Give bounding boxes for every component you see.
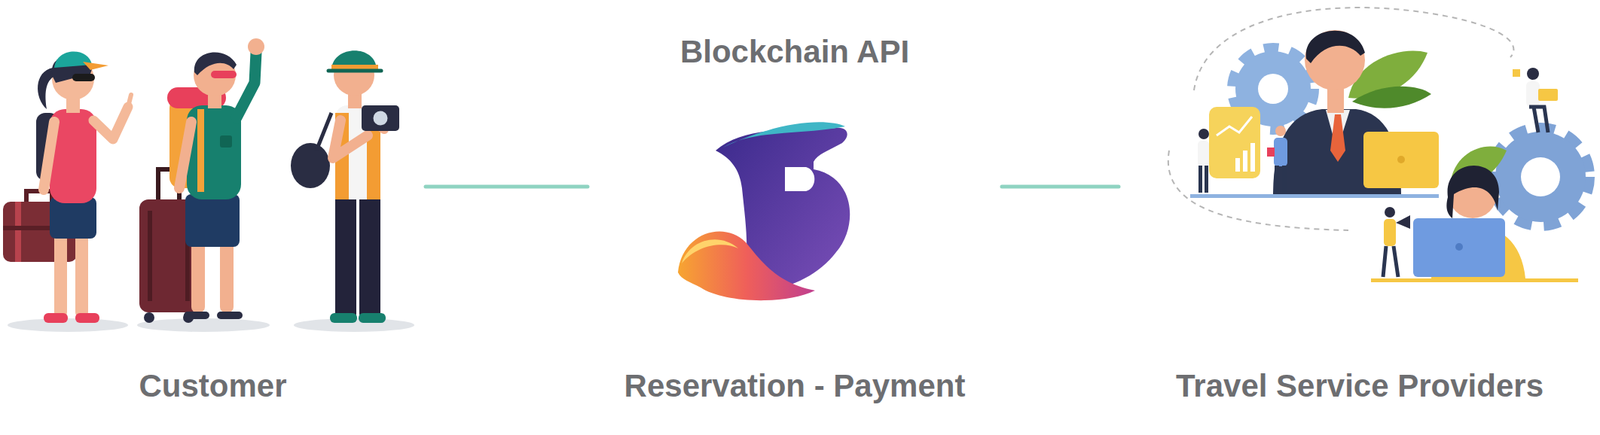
provider-scene-part xyxy=(1383,246,1399,278)
traveler-photographer-part xyxy=(361,105,400,132)
provider-scene-part xyxy=(1304,30,1365,91)
provider-scene-part xyxy=(1495,131,1586,223)
provider-scene-part-part xyxy=(1495,131,1586,223)
traveler-woman xyxy=(3,51,132,333)
provider-scene-part xyxy=(1274,165,1280,193)
traveler-photographer-part xyxy=(372,109,389,127)
traveler-photographer-part xyxy=(328,69,382,74)
traveler-man-waving-part xyxy=(179,122,192,189)
provider-scene-part xyxy=(1446,165,1500,219)
provider-scene-part xyxy=(1395,215,1411,230)
node-group: Customer xyxy=(7,30,419,416)
logo-b-part xyxy=(681,239,739,264)
provider-scene-part xyxy=(1330,114,1346,162)
traveler-woman-part xyxy=(72,73,95,82)
traveler-man-waving-part xyxy=(185,194,240,248)
traveler-photographer-part xyxy=(316,112,332,151)
traveler-woman-part xyxy=(128,94,132,107)
provider-scene-part xyxy=(1363,131,1439,189)
provider-scene-part xyxy=(1209,106,1261,179)
traveler-woman-part xyxy=(26,191,52,202)
traveler-man-waving-part xyxy=(216,311,243,320)
provider-scene-part xyxy=(1397,155,1405,164)
traveler-woman-part xyxy=(82,61,109,71)
connector-line xyxy=(1001,185,1119,190)
traveler-man-waving-part xyxy=(137,318,270,333)
provider-scene-part xyxy=(1275,125,1286,137)
provider-scene-part xyxy=(1383,219,1396,247)
provider-scene-part xyxy=(1204,165,1209,193)
traveler-photographer xyxy=(290,50,415,333)
traveler-woman-part xyxy=(15,201,22,263)
provider-scene-part-part xyxy=(1258,73,1289,104)
traveler-photographer-part xyxy=(290,143,330,189)
traveler-woman-part xyxy=(93,106,129,140)
traveler-woman-part xyxy=(75,225,89,318)
logo-b-part xyxy=(677,231,816,301)
provider-scene-part xyxy=(1306,30,1365,64)
traveler-man-waving xyxy=(137,38,270,333)
traveler-photographer-part xyxy=(335,192,357,321)
logo-b xyxy=(677,122,850,301)
traveler-man-waving-part xyxy=(219,135,233,148)
logo-b-part xyxy=(723,122,846,148)
provider-scene-part xyxy=(1198,165,1203,193)
provider-scene-part xyxy=(1413,218,1506,278)
traveler-woman-part xyxy=(7,318,129,333)
provider-scene-part xyxy=(1190,194,1439,199)
provider-scene-part xyxy=(1526,81,1540,107)
provider-scene-part xyxy=(1512,69,1521,77)
provider-scene-part xyxy=(1197,140,1210,168)
provider-scene-part xyxy=(1235,158,1240,172)
provider-scene-part xyxy=(1352,86,1432,109)
provider-scene-part xyxy=(1250,143,1255,172)
traveler-photographer-part xyxy=(329,313,358,324)
traveler-woman-part xyxy=(75,313,100,324)
provider-scene-part xyxy=(1216,116,1252,136)
node-group: Travel Service Providers xyxy=(1126,30,1594,416)
traveler-man-waving-part xyxy=(197,109,205,193)
traveler-man-waving-part xyxy=(210,70,237,79)
provider-scene-part xyxy=(1273,137,1288,167)
traveler-man-waving-part xyxy=(191,241,205,313)
traveler-man-waving-part xyxy=(236,52,257,118)
node-label: Travel Service Providers xyxy=(1175,367,1544,406)
provider-scene-part xyxy=(1455,243,1463,251)
logo-b-part xyxy=(784,167,815,192)
traveler-man-waving-part xyxy=(219,241,234,313)
traveler-man-waving-part xyxy=(247,38,265,55)
provider-scene-part-part xyxy=(1520,157,1561,197)
traveler-man-waving-part xyxy=(143,312,155,324)
provider-scene-part xyxy=(1267,147,1275,157)
provider-scene-part-part xyxy=(1495,131,1586,223)
provider-scene-part xyxy=(1282,165,1287,193)
provider-scene-part xyxy=(1370,278,1579,283)
node-label: Reservation - Payment xyxy=(624,367,966,406)
node-label: Customer xyxy=(138,367,287,406)
traveler-woman-part xyxy=(43,313,68,324)
provider-scene-part xyxy=(1242,150,1248,172)
node-group: Blockchain API Reservation - Payment xyxy=(595,30,995,416)
provider-scene xyxy=(1168,7,1586,283)
traveler-woman-part xyxy=(49,197,97,239)
node-label: Blockchain API xyxy=(680,33,910,71)
provider-scene-part xyxy=(1526,67,1539,80)
provider-scene-part xyxy=(1529,106,1549,133)
provider-scene-part xyxy=(1384,207,1396,218)
traveler-photographer-part xyxy=(358,313,386,324)
traveler-man-waving-part xyxy=(183,311,210,320)
traveler-woman-part xyxy=(43,122,55,190)
provider-scene-part xyxy=(1198,128,1210,140)
provider-scene-part xyxy=(1538,88,1558,101)
connector-line xyxy=(425,185,588,190)
traveler-man-waving-part xyxy=(147,210,153,302)
traveler-woman-part xyxy=(54,225,68,318)
traveler-photographer-part xyxy=(359,192,381,321)
